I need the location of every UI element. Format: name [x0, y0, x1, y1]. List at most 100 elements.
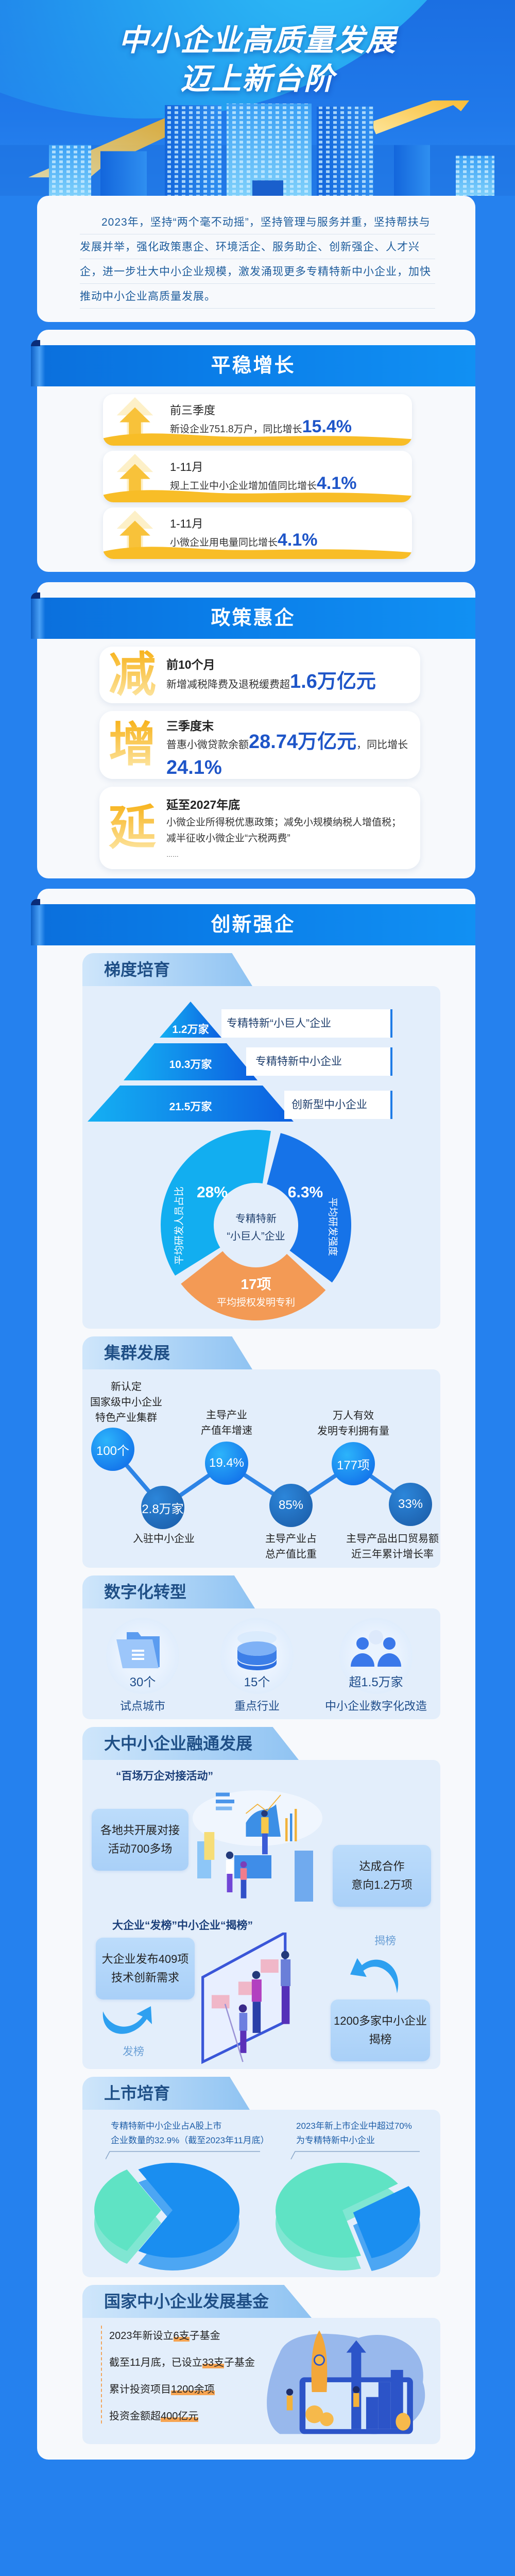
infographic-page: 中小企业高质量发展 迈上新台阶	[0, 0, 515, 2460]
yellow-wave	[103, 433, 412, 446]
listing-panel: 专精特新中小企业占A股上市企业数量的32.9%（截至2023年11月底） 202…	[82, 2110, 440, 2277]
digital-value: 15个	[244, 1675, 270, 1689]
policy-desc-2: ，同比增长	[356, 739, 408, 751]
digital-subsection: 数字化转型 30个 15个 超1.5万家 试点城市 重点行业 中小企业数字化改造	[82, 1575, 440, 1719]
pyramid-tier-middle	[124, 1043, 258, 1080]
up-arrow-icon	[116, 397, 153, 446]
ring-segment	[267, 1133, 351, 1283]
fund-line: 投资金额超400亿元	[109, 2411, 199, 2422]
growth-value: 4.1%	[317, 473, 357, 493]
policy-period: 延至2027年底	[166, 798, 241, 811]
hero-banner: 中小企业高质量发展 迈上新台阶	[0, 0, 515, 196]
digital-value: 30个	[129, 1675, 156, 1689]
policy-period: 三季度末	[166, 719, 214, 733]
growth-period: 前三季度	[170, 404, 216, 417]
growth-desc: 小微企业用电量同比增长	[170, 537, 278, 548]
ring-label-rd-staff: 平均研发人员占比	[174, 1187, 185, 1265]
fusion-panel: “百场万企对接活动” 各地共开展对接活动700多场 达成合作意向1.2万项	[82, 1760, 440, 2069]
growth-text: 规上工业中小企业增加值同比增长4.1%	[170, 473, 357, 494]
growth-desc: 规上工业中小企业增加值同比增长	[170, 481, 317, 492]
ring-label-patents: 平均授权发明专利	[217, 1297, 295, 1308]
subsection-tab-cluster: 集群发展	[82, 1336, 252, 1369]
tier-value: 1.2万家	[172, 1024, 209, 1036]
tier-value: 21.5万家	[169, 1101, 212, 1113]
fusion-subsection: 大中小企业融通发展 “百场万企对接活动” 各地共开展对接活动700多场	[82, 1727, 440, 2069]
fund-highlight: 6支	[173, 2330, 190, 2342]
digital-label: 试点城市	[119, 1700, 165, 1713]
growth-value: 4.1%	[278, 530, 318, 550]
growth-item: 1-11月 小微企业用电量同比增长4.1%	[103, 507, 412, 559]
pie-slice-share	[94, 2169, 161, 2251]
up-arrow-icon	[116, 454, 153, 502]
policy-section-header: 政策惠企	[31, 592, 475, 639]
policy-item: 减 前10个月 新增减税降费及退税缓费超1.6万亿元	[99, 647, 420, 703]
matchmaking-title: “百场万企对接活动”	[116, 1770, 213, 1782]
innovation-section-header: 创新强企	[31, 899, 475, 945]
gradient-panel: 专精特新“小巨人”企业 专精特新中小企业 创新型中小企业 1.2万家 10.3万…	[82, 986, 440, 1329]
caption-leader-lines	[106, 2151, 420, 2160]
users-icon	[351, 1630, 401, 1667]
subsection-tab-gradient: 梯度培育	[82, 953, 252, 986]
tier-label: 专精特新“小巨人”企业	[221, 1009, 392, 1038]
tier-value: 10.3万家	[169, 1059, 212, 1071]
ring-value-rd-staff: 28%	[197, 1184, 228, 1201]
cluster-node: 19.4%	[205, 1442, 248, 1485]
growth-period: 1-11月	[170, 461, 203, 473]
policy-value: 28.74万亿元	[249, 731, 357, 753]
cluster-node-label: 万人有效发明专利拥有量	[317, 1410, 389, 1437]
digital-panel: 30个 15个 超1.5万家 试点城市 重点行业 中小企业数字化改造	[82, 1608, 440, 1719]
policy-block: 政策惠企 减 前10个月 新增减税降费及退税缓费超1.6万亿元 增 三季度末 普…	[0, 582, 515, 889]
ring-chart: 平均研发人员占比 28% 平均研发强度 6.3% 17项 平均授权发明专利 专精…	[161, 1130, 351, 1320]
subsection-tab-digital: 数字化转型	[82, 1575, 255, 1608]
cluster-panel: 100个 2.8万家 19.4% 85% 177项 33% 新认定国家级中小企业…	[82, 1369, 440, 1568]
subsection-tab-fusion: 大中小企业融通发展	[82, 1727, 299, 1760]
gradient-subsection: 梯度培育 专精特新“小巨人”企业 专精特新中小企业 创新型中小企业 1.2万家 …	[82, 953, 440, 1329]
demand-box: 大企业发布409项技术创新需求	[96, 1938, 195, 1999]
fund-line: 截至11月底，已设立33支子基金	[109, 2357, 255, 2368]
innovation-header-title: 创新强企	[211, 914, 296, 936]
city-skyline-illustration	[0, 100, 515, 196]
ring-segment	[181, 1251, 326, 1320]
listing-subsection: 上市培育 专精特新中小企业占A股上市企业数量的32.9%（截至2023年11月底…	[82, 2077, 440, 2277]
policy-text: 小微企业所得税优惠政策；减免小规模纳税人增值税；减半征收小微企业“六税两费”	[166, 817, 402, 844]
ring-value-rd-intensity: 6.3%	[288, 1184, 323, 1201]
publish-arrow-label: 发榜	[123, 2046, 144, 2058]
digital-item-circle	[220, 1618, 294, 1694]
fund-subsection: 国家中小企业发展基金 2023年新设立6支子基金 截至11月底，已设立33支子基…	[82, 2285, 440, 2444]
cluster-node: 2.8万家	[141, 1486, 184, 1529]
policy-period: 前10个月	[166, 658, 215, 671]
pie-caption-left: 专精特新中小企业占A股上市企业数量的32.9%（截至2023年11月底）	[111, 2121, 269, 2145]
cluster-node-label: 主导产品出口贸易额近三年累计增长率	[346, 1533, 439, 1560]
ribbon-curl	[31, 592, 45, 639]
curved-arrow-icon	[102, 2006, 152, 2034]
policy-desc: 新增减税降费及退税缓费超	[166, 679, 290, 690]
growth-item: 前三季度 新设企业751.8万户，同比增长15.4%	[103, 394, 412, 446]
cooperation-intent-box: 达成合作意向1.2万项	[333, 1845, 431, 1907]
yellow-wave	[103, 490, 412, 502]
growth-block: 平稳增长 前三季度 新设企业751.8万户，同比增长15.4% 1-11月 规上…	[0, 330, 515, 582]
database-icon	[237, 1631, 277, 1670]
ring-center-line2: “小巨人”企业	[227, 1230, 285, 1242]
fund-highlight: 1200余项	[171, 2384, 215, 2395]
tier-label: 创新型中小企业	[284, 1091, 392, 1119]
ring-label-rd-intensity: 平均研发强度	[327, 1197, 338, 1256]
growth-section-header: 平稳增长	[31, 340, 475, 386]
cluster-node: 177项	[332, 1442, 375, 1485]
growth-text: 小微企业用电量同比增长4.1%	[170, 530, 318, 550]
cluster-subsection: 集群发展 100个 2.8万家 19.4% 85% 177项 33% 新认定国家…	[82, 1336, 440, 1568]
intro-paragraph: 2023年，坚持“两个毫不动摇”，坚持管理与服务并重，坚持帮扶与发展并举，强化政…	[80, 210, 435, 309]
cluster-node-label: 新认定国家级中小企业特色产业集群	[90, 1381, 162, 1423]
rocket-growth-illustration	[267, 2330, 425, 2434]
subsection-tab-listing: 上市培育	[82, 2077, 250, 2110]
policy-header-title: 政策惠企	[211, 607, 296, 629]
pie-slice-remainder	[353, 2186, 420, 2258]
policy-item: 延 延至2027年底 小微企业所得税优惠政策；减免小规模纳税人增值税；减半征收小…	[99, 787, 420, 869]
up-arrow-icon	[116, 511, 153, 559]
policy-item: 增 三季度末 普惠小微贷款余额28.74万亿元，同比增长24.1%	[99, 711, 420, 779]
cluster-node-label: 入驻中小企业	[133, 1533, 195, 1545]
ring-center-line1: 专精特新	[235, 1213, 277, 1225]
cluster-node-label: 主导产业产值年增速	[201, 1410, 252, 1436]
pyramid-tier-bottom	[88, 1086, 294, 1122]
bang-illustration	[201, 1933, 291, 2064]
fund-line: 2023年新设立6支子基金	[109, 2330, 220, 2342]
